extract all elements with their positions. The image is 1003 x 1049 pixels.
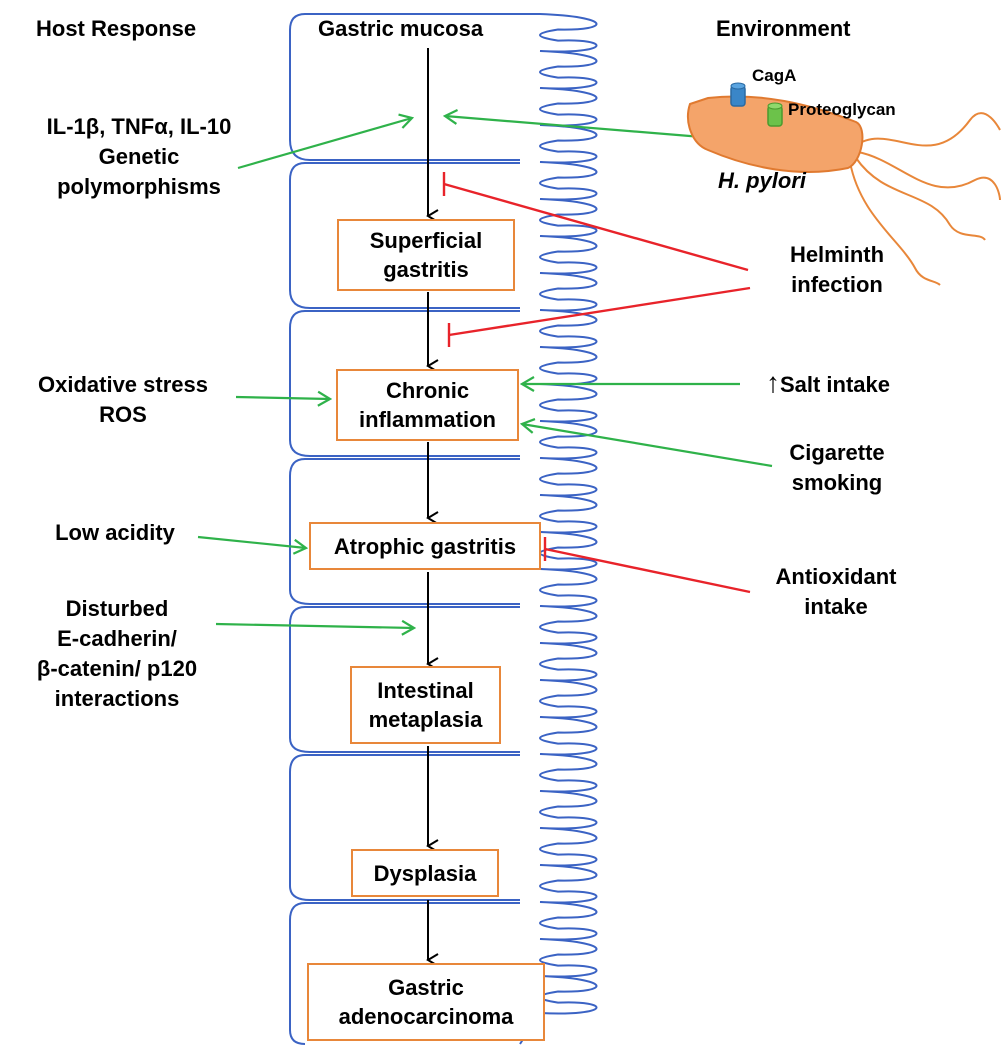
factor-line: β-catenin/ p120	[36, 656, 198, 681]
mucosa-cell-6	[289, 754, 520, 901]
factor-line: Helminth	[789, 242, 885, 267]
factor-line: interactions	[54, 686, 180, 711]
factor-line: E-cadherin/	[57, 626, 177, 651]
host-factor-low-acidity: Low acidity	[32, 518, 198, 548]
arrow-cytokines	[237, 118, 412, 170]
increase-arrow-icon: ↑	[765, 367, 780, 398]
inhibit-antioxidant	[544, 547, 751, 594]
caga-marker	[730, 82, 746, 107]
proteoglycan-marker	[767, 102, 783, 127]
stage-label-line: gastritis	[383, 257, 469, 282]
env-factor-helminth-infection: Helminth infection	[752, 240, 922, 300]
stage-label-line: Gastric	[388, 975, 464, 1000]
promoting-arrows	[197, 116, 773, 628]
flagella	[849, 112, 1001, 286]
host-response-header: Host Response	[36, 16, 197, 41]
arrow-cigarette	[522, 424, 773, 468]
factor-line: Genetic	[98, 144, 180, 169]
env-factor-cigarette-smoking: Cigarette smoking	[752, 438, 922, 498]
factor-line: infection	[791, 272, 883, 297]
stage-label-line: metaplasia	[368, 707, 483, 732]
stage-label-line: Dysplasia	[373, 860, 477, 886]
factor-line: polymorphisms	[57, 174, 221, 199]
stage-label-line: inflammation	[359, 407, 496, 432]
stage-label-line: Atrophic gastritis	[333, 533, 517, 559]
factor-line: IL-1β, TNFα, IL-10	[46, 114, 232, 139]
caga-label: CagA	[752, 66, 797, 85]
mucosa-cell-1	[289, 13, 520, 161]
host-factor-oxidative-stress: Oxidative stress ROS	[10, 370, 236, 430]
stage-chronic-inflammation: Chronic inflammation	[336, 369, 519, 441]
factor-line: intake	[804, 594, 868, 619]
gastric-mucosa-header: Gastric mucosa	[318, 16, 484, 41]
stage-superficial-gastritis: Superficial gastritis	[337, 219, 515, 291]
factor-line: Antioxidant	[775, 564, 897, 589]
host-factor-cadherin: Disturbed E-cadherin/ β-catenin/ p120 in…	[12, 594, 222, 714]
factor-line: smoking	[791, 470, 883, 495]
mucosa-cells	[289, 13, 598, 1045]
h-pylori-bacterium	[687, 82, 1001, 286]
factor-line: Low acidity	[55, 520, 175, 545]
environment-header: Environment	[716, 16, 851, 41]
factor-line: Salt intake	[779, 372, 891, 397]
factor-line: Oxidative stress	[38, 372, 208, 397]
env-factor-antioxidant-intake: Antioxidant intake	[748, 562, 924, 622]
factor-line: ROS	[99, 402, 147, 427]
mucosa-cell-7	[289, 902, 520, 1045]
host-factor-cytokines: IL-1β, TNFα, IL-10 Genetic polymorphisms	[8, 112, 270, 202]
bacterium-body	[687, 95, 864, 173]
arrow-acidity	[197, 535, 306, 548]
arrow-cadherin	[215, 624, 414, 628]
h-pylori-label: H. pylori	[718, 168, 807, 193]
mucosa-cell-5	[289, 606, 520, 753]
stage-label-line: Intestinal	[377, 678, 474, 703]
mucosa-cell-4	[289, 458, 520, 605]
inhibit-helminth-1	[443, 182, 749, 272]
mucosa-villi	[519, 13, 598, 1045]
stage-atrophic-gastritis: Atrophic gastritis	[309, 522, 541, 570]
inhibiting-lines	[442, 172, 751, 594]
factor-line: Cigarette	[789, 440, 885, 465]
stage-label-line: adenocarcinoma	[338, 1004, 514, 1029]
mucosa-cell-2	[289, 162, 520, 309]
factor-line: Disturbed	[65, 596, 169, 621]
stage-gastric-adenocarcinoma: Gastric adenocarcinoma	[307, 963, 545, 1041]
arrow-hpylori	[445, 116, 703, 139]
inhibit-helminth-2	[448, 286, 751, 337]
mucosa-cell-3	[289, 310, 520, 457]
stage-label-line: Superficial	[369, 228, 483, 253]
env-factor-salt-intake: ↑Salt intake	[740, 368, 916, 400]
stage-intestinal-metaplasia: Intestinal metaplasia	[350, 666, 501, 744]
arrow-oxidative	[235, 397, 330, 399]
stage-label-line: Chronic	[385, 378, 470, 403]
proteoglycan-label: Proteoglycan	[788, 100, 896, 119]
stage-dysplasia: Dysplasia	[351, 849, 499, 897]
